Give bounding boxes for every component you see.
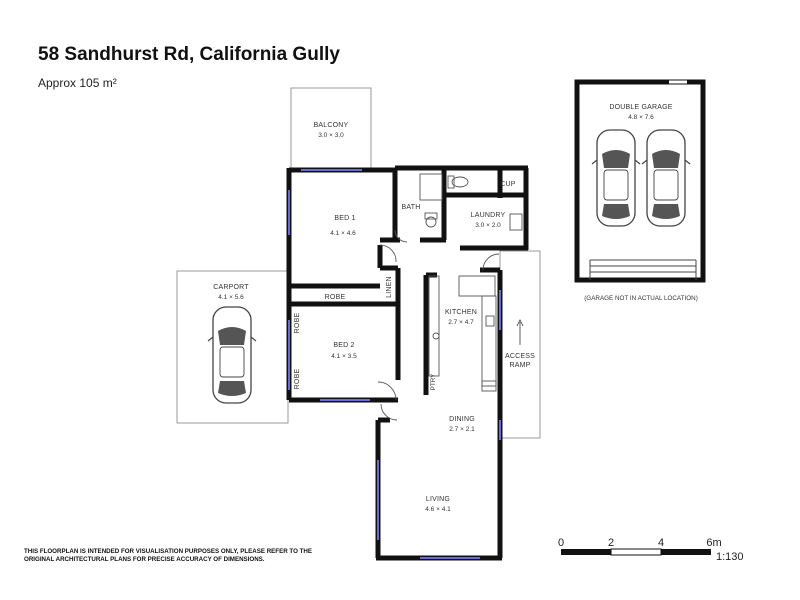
access-ramp: ACCESS RAMP bbox=[499, 250, 541, 439]
linen-label: LINEN bbox=[386, 276, 393, 298]
scale-tick-4: 4 bbox=[658, 537, 664, 549]
bath-label: BATH bbox=[402, 204, 421, 211]
car-icon bbox=[641, 129, 691, 227]
bed2-dimensions: 4.1 × 3.5 bbox=[331, 353, 357, 360]
access-ramp-label: ACCESS bbox=[505, 353, 535, 360]
carport-label: CARPORT bbox=[213, 284, 249, 291]
kitchen-label: KITCHEN bbox=[445, 309, 477, 316]
bed1-label: BED 1 bbox=[334, 215, 355, 222]
living-dimensions: 4.6 × 4.1 bbox=[425, 506, 451, 513]
scale-ratio: 1:130 bbox=[716, 551, 744, 563]
living-label: LIVING bbox=[426, 496, 450, 503]
balcony-dimensions: 3.0 × 3.0 bbox=[318, 132, 344, 139]
access-ramp-label-2: RAMP bbox=[509, 362, 530, 369]
dining-label: DINING bbox=[449, 416, 475, 423]
floor-area: Approx 105 m² bbox=[38, 76, 117, 90]
carport-dimensions: 4.1 × 5.6 bbox=[218, 294, 244, 301]
double-garage-dimensions: 4.8 × 7.6 bbox=[628, 114, 654, 121]
bed2-label: BED 2 bbox=[333, 342, 354, 349]
laundry-dimensions: 3.0 × 2.0 bbox=[475, 222, 501, 229]
garage-location-note: (GARAGE NOT IN ACTUAL LOCATION) bbox=[584, 295, 698, 302]
dining-dimensions: 2.7 × 2.1 bbox=[449, 426, 475, 433]
windows bbox=[288, 169, 501, 559]
scale-tick-6m: 6m bbox=[706, 537, 721, 549]
scale-bar: 0 2 4 6m 1:130 bbox=[558, 537, 744, 563]
balcony: BALCONY 3.0 × 3.0 bbox=[290, 87, 372, 169]
cupboard-label: CUP bbox=[500, 181, 516, 188]
car-icon bbox=[207, 306, 257, 404]
double-garage-label: DOUBLE GARAGE bbox=[609, 104, 672, 111]
car-icon bbox=[591, 129, 641, 227]
scale-tick-2: 2 bbox=[608, 537, 614, 549]
balcony-label: BALCONY bbox=[314, 122, 349, 129]
carport: CARPORT 4.1 × 5.6 bbox=[176, 270, 289, 424]
property-address-title: 58 Sandhurst Rd, California Gully bbox=[38, 44, 340, 65]
double-garage: DOUBLE GARAGE 4.8 × 7.6 bbox=[574, 79, 706, 283]
bed2-robe-label-bottom: ROBE bbox=[294, 369, 301, 390]
pantry-label: PTRY bbox=[430, 373, 437, 390]
fittings bbox=[377, 173, 523, 421]
scale-tick-0: 0 bbox=[558, 537, 564, 549]
laundry-label: LAUNDRY bbox=[471, 212, 506, 219]
kitchen-dimensions: 2.7 × 4.7 bbox=[448, 319, 474, 326]
bed2-robe-label-top: ROBE bbox=[294, 313, 301, 334]
bed1-dimensions: 4.1 × 4.6 bbox=[330, 230, 356, 237]
disclaimer-note: This floorplan is intended for visualisa… bbox=[24, 548, 312, 563]
robe-label: ROBE bbox=[325, 294, 346, 301]
